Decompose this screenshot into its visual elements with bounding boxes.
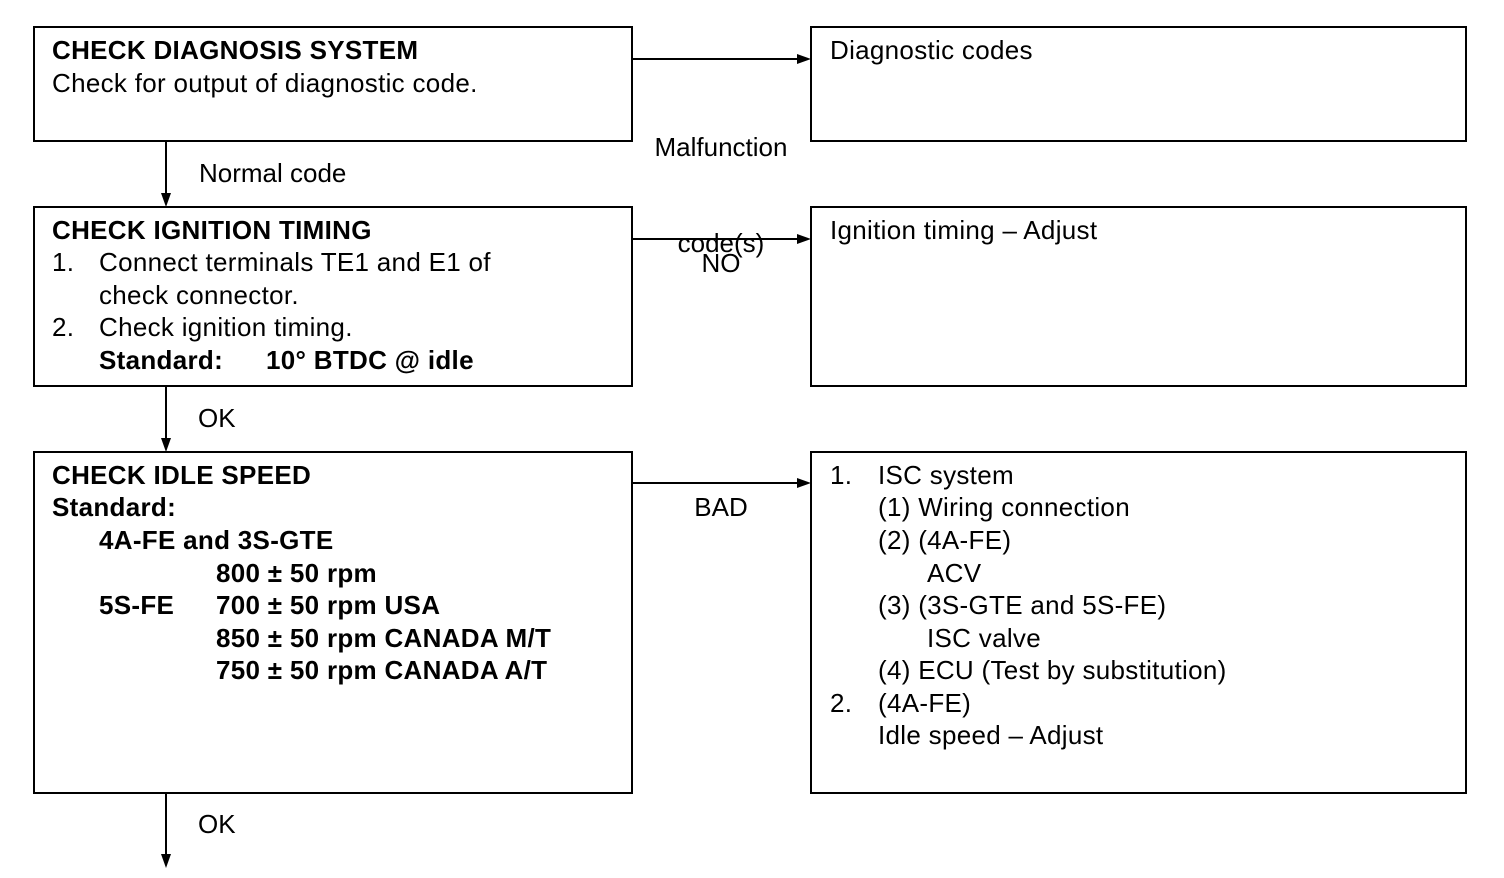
isc-item2-text: (4A-FE)	[878, 688, 972, 718]
isc-sub1: (1) Wiring connection	[878, 492, 1130, 522]
label-ok-idle: OK	[198, 809, 236, 839]
check-diagnosis-system-text: Check for output of diagnostic code.	[52, 68, 478, 98]
ignition-timing-adjust-text: Ignition timing – Adjust	[830, 215, 1098, 245]
ignition-step1-text-cont: check connector.	[99, 280, 299, 310]
isc-sub2: (2) (4A-FE)	[878, 525, 1012, 555]
ignition-timing-adjust-box	[810, 206, 1467, 387]
diagnostic-codes-text: Diagnostic codes	[830, 35, 1033, 65]
ignition-standard-label: Standard:	[99, 345, 224, 375]
arrowhead-right	[797, 54, 811, 64]
ignition-step2-text: Check ignition timing.	[99, 312, 353, 342]
check-ignition-timing-box	[33, 206, 633, 387]
idle-engine1-rpm: 800 ± 50 rpm	[216, 558, 377, 588]
idle-engine2-label: 5S-FE	[99, 590, 175, 620]
idle-engine2-rpm-canada-at: 750 ± 50 rpm CANADA A/T	[216, 655, 548, 685]
label-malfunction-line2: code(s)	[677, 228, 765, 258]
arrowhead-down	[161, 193, 171, 207]
idle-standard-label: Standard:	[52, 492, 177, 522]
check-diagnosis-system-title: CHECK DIAGNOSIS SYSTEM	[52, 35, 419, 65]
ignition-step2-number: 2.	[52, 312, 75, 342]
label-no: NO	[701, 248, 741, 278]
check-diagnosis-system-box	[33, 26, 633, 142]
arrowhead-down	[161, 438, 171, 452]
arrowhead-down	[161, 854, 171, 868]
ignition-step1-text: Connect terminals TE1 and E1 of	[99, 247, 491, 277]
isc-system-box	[810, 451, 1467, 794]
ignition-standard-value: 10° BTDC @ idle	[266, 345, 474, 375]
isc-item2-detail: Idle speed – Adjust	[878, 720, 1104, 750]
label-bad: BAD	[694, 492, 748, 522]
isc-sub3-detail: ISC valve	[927, 623, 1041, 653]
diagnostic-codes-box	[810, 26, 1467, 142]
check-idle-speed-box	[33, 451, 633, 794]
idle-engine1-label: 4A-FE and 3S-GTE	[99, 525, 334, 555]
check-idle-speed-title: CHECK IDLE SPEED	[52, 460, 312, 490]
label-normal-code: Normal code	[199, 158, 347, 188]
check-ignition-timing-title: CHECK IGNITION TIMING	[52, 215, 372, 245]
isc-sub3: (3) (3S-GTE and 5S-FE)	[878, 590, 1167, 620]
ignition-step1-number: 1.	[52, 247, 75, 277]
idle-engine2-rpm-canada-mt: 850 ± 50 rpm CANADA M/T	[216, 623, 552, 653]
isc-item1-number: 1.	[830, 460, 853, 490]
isc-item1-text: ISC system	[878, 460, 1014, 490]
isc-sub2-detail: ACV	[927, 558, 982, 588]
label-malfunction-codes: Malfunction code(s)	[634, 67, 808, 291]
isc-sub4: (4) ECU (Test by substitution)	[878, 655, 1227, 685]
idle-engine2-rpm-usa: 700 ± 50 rpm USA	[216, 590, 441, 620]
isc-item2-number: 2.	[830, 688, 853, 718]
arrowhead-right	[797, 234, 811, 244]
label-ok-ignition: OK	[198, 403, 236, 433]
label-malfunction-line1: Malfunction	[654, 132, 788, 162]
arrowhead-right	[797, 478, 811, 488]
